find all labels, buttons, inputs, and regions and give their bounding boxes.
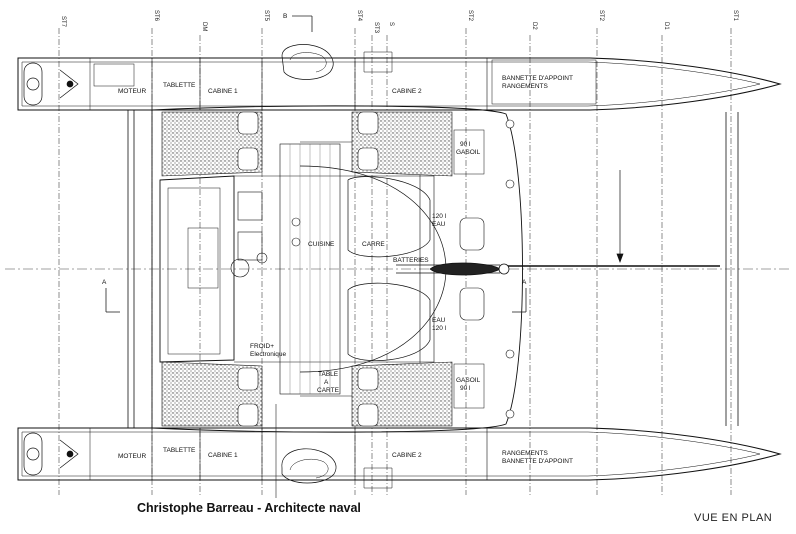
station-label: ST7 xyxy=(60,16,66,28)
batteries-label: BATTERIES xyxy=(393,257,429,264)
eau-top: EAU xyxy=(432,221,446,228)
bottom-cabine-2: CABINE 2 xyxy=(392,452,422,459)
top-bannette: BANNETTE D'APPOINT xyxy=(502,75,573,82)
bottom-tablette: TABLETTE xyxy=(163,447,196,454)
station-label: ST1 xyxy=(732,10,738,22)
station-label: ST6 xyxy=(153,10,159,22)
bottom-stern-detail xyxy=(23,432,79,476)
gasoil-bottom: GASOIL xyxy=(456,377,481,384)
hull-markers xyxy=(505,119,515,419)
section-mark-b xyxy=(292,15,313,32)
eau-top-qty: 120 l xyxy=(432,213,447,220)
eau-bottom: EAU xyxy=(432,317,446,324)
gasoil-top: GASOIL xyxy=(456,149,481,156)
section-mark-a-left xyxy=(105,288,120,313)
forward-arrow xyxy=(616,170,624,263)
top-moteur: MOTEUR xyxy=(118,88,146,95)
electronique-label: Electronique xyxy=(250,351,287,358)
section-a-left-label: A xyxy=(102,279,107,286)
cockpit-floor xyxy=(279,143,341,395)
station-label: S xyxy=(388,22,394,26)
station-label: ST2 xyxy=(467,10,473,22)
mast-fitting xyxy=(396,262,720,276)
textured-panels xyxy=(161,111,453,427)
gasoil-bottom-qty: 90 l xyxy=(460,385,471,392)
eau-bottom-qty: 120 l xyxy=(432,325,447,332)
station-labels: ST7 ST6 DM ST5 ST4 ST3 S ST2 D2 ST2 D1 S… xyxy=(60,10,738,34)
table-carte-1: TABLE xyxy=(318,371,339,378)
bottom-hull xyxy=(17,427,782,489)
station-label: D1 xyxy=(663,22,669,30)
tanks xyxy=(453,129,485,409)
saloon-table xyxy=(347,176,431,361)
top-rangements: RANGEMENTS xyxy=(502,83,549,90)
section-a-right-label: A xyxy=(522,279,527,286)
seats xyxy=(237,111,485,427)
table-carte-2: A xyxy=(324,379,329,386)
table-carte-3: CARTE xyxy=(317,387,340,394)
station-label: D2 xyxy=(531,22,537,30)
carre-label: CARRE xyxy=(362,241,385,248)
bottom-rangements: RANGEMENTS xyxy=(502,450,549,457)
top-tablette: TABLETTE xyxy=(163,82,196,89)
section-mark-a-right xyxy=(512,288,527,313)
bottom-bannette: BANNETTE D'APPOINT xyxy=(502,458,573,465)
froid-label: FROID+ xyxy=(250,343,274,350)
station-label: ST4 xyxy=(356,10,362,22)
top-cabine-2: CABINE 2 xyxy=(392,88,422,95)
cuisine-label: CUISINE xyxy=(308,241,335,248)
view-title: VUE EN PLAN xyxy=(694,512,773,524)
bottom-moteur: MOTEUR xyxy=(118,453,146,460)
top-stern-detail xyxy=(23,62,79,106)
top-hull xyxy=(17,44,782,111)
section-b-label: B xyxy=(283,13,287,20)
station-label: ST2 xyxy=(598,10,604,22)
station-label: DM xyxy=(201,22,207,31)
station-label: ST3 xyxy=(373,22,379,34)
gasoil-top-qty: 90 l xyxy=(460,141,471,148)
forward-beam xyxy=(725,112,739,426)
top-cabine-1: CABINE 1 xyxy=(208,88,238,95)
bottom-cabine-1: CABINE 1 xyxy=(208,452,238,459)
aft-beam xyxy=(127,110,135,428)
architect-credit: Christophe Barreau - Architecte naval xyxy=(137,501,361,515)
galley xyxy=(230,191,301,278)
station-label: ST5 xyxy=(263,10,269,22)
